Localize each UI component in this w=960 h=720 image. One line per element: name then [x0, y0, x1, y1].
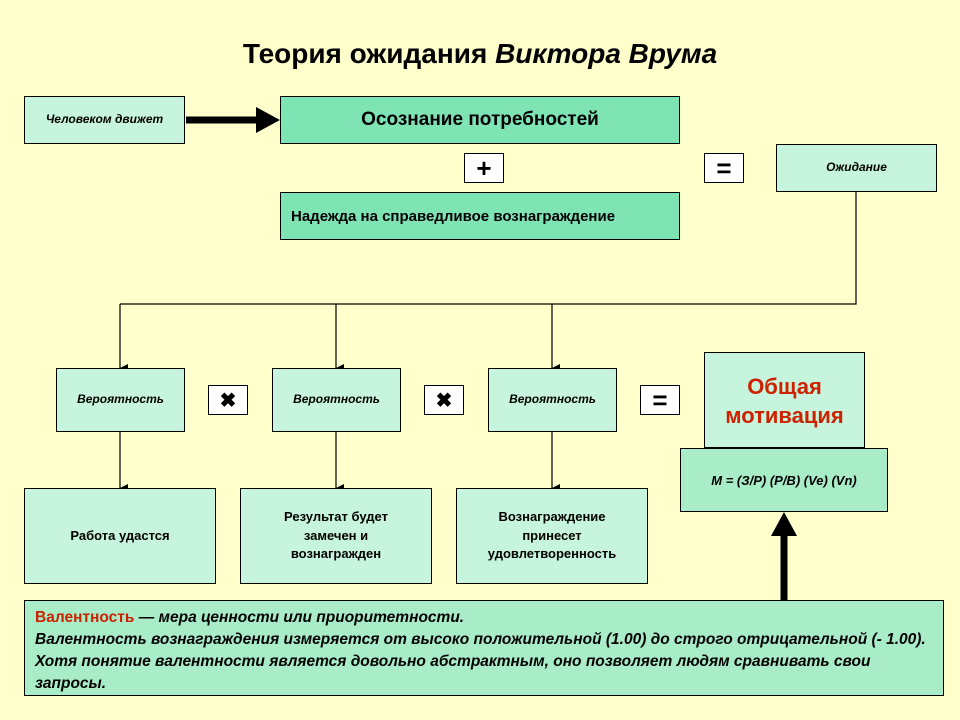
- person-label: Человеком движет: [45, 112, 164, 127]
- probability-label-2: Вероятность: [293, 392, 380, 407]
- equals-operator-top: =: [704, 153, 744, 183]
- formula-label: M = (З/Р) (Р/В) (Ve) (Vn): [711, 472, 857, 488]
- valence-definition: — мера ценности или приоритетности.: [134, 609, 465, 626]
- probability-label-1: Вероятность: [77, 392, 164, 407]
- equals-symbol-top: =: [716, 152, 732, 183]
- result-box-2: Результат будет замечен и вознагражден: [240, 488, 432, 584]
- times-operator-1: ✖: [208, 385, 248, 415]
- hope-label: Надежда на справедливое вознаграждение: [291, 207, 616, 225]
- result-label-3: Вознаграждение принесет удовлетворенност…: [487, 508, 617, 562]
- needs-box: Осознание потребностей: [280, 96, 680, 144]
- title-regular: Теория ожидания: [242, 38, 496, 69]
- probability-box-1: Вероятность: [56, 368, 185, 432]
- needs-label: Осознание потребностей: [361, 109, 599, 130]
- valence-definition-line: Валентность — мера ценности или приорите…: [35, 607, 933, 629]
- line-expectation-branch: [120, 192, 857, 305]
- equals-symbol-bottom: =: [652, 384, 668, 415]
- result-label-1: Работа удастся: [70, 527, 170, 543]
- hope-box: Надежда на справедливое вознаграждение: [280, 192, 680, 240]
- times-operator-2: ✖: [424, 385, 464, 415]
- page-title: Теория ожидания Виктора Врума: [0, 38, 960, 70]
- expectation-box: Ожидание: [776, 144, 937, 192]
- arrowhead-valence-to-formula: [771, 512, 797, 536]
- plus-operator: +: [464, 153, 504, 183]
- total-motivation-label: Общая мотивация: [725, 374, 844, 428]
- valence-term: Валентность: [35, 609, 135, 626]
- probability-label-3: Вероятность: [509, 392, 596, 407]
- times-symbol-1: ✖: [219, 389, 237, 412]
- result-label-2: Результат будет замечен и вознагражден: [284, 508, 388, 562]
- result-box-3: Вознаграждение принесет удовлетворенност…: [456, 488, 648, 584]
- times-symbol-2: ✖: [435, 389, 453, 412]
- valence-text: Валентность вознаграждения измеряется от…: [35, 631, 926, 692]
- total-motivation-box: Общая мотивация: [704, 352, 865, 448]
- formula-box: M = (З/Р) (Р/В) (Ve) (Vn): [680, 448, 888, 512]
- arrowhead-person-to-needs: [256, 107, 280, 133]
- valence-description: Валентность — мера ценности или приорите…: [24, 600, 944, 696]
- probability-box-3: Вероятность: [488, 368, 617, 432]
- probability-box-2: Вероятность: [272, 368, 401, 432]
- title-italic: Виктора Врума: [495, 38, 718, 69]
- person-box: Человеком движет: [24, 96, 185, 144]
- expectation-label: Ожидание: [826, 160, 887, 175]
- plus-symbol: +: [476, 152, 492, 183]
- equals-operator-bottom: =: [640, 385, 680, 415]
- result-box-1: Работа удастся: [24, 488, 216, 584]
